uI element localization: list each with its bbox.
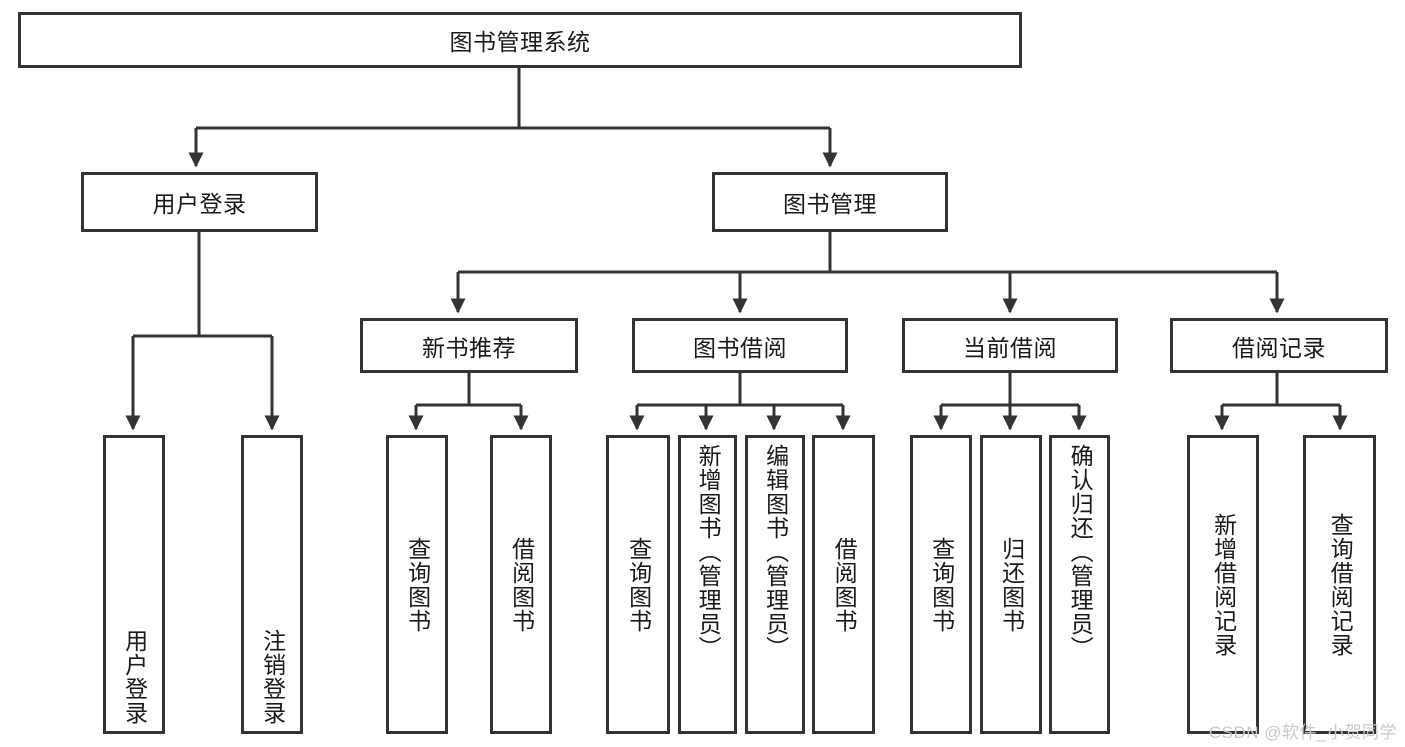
node-label: 注销登录 — [259, 629, 286, 725]
node-system-root[interactable]: 图书管理系统 — [18, 12, 1022, 68]
watermark-csdn: CSDN @软件_小贺同学 — [1208, 723, 1397, 742]
leaf-book-borrow-edit[interactable]: 编辑图书（管理员） — [745, 435, 805, 734]
node-label: 新书推荐 — [422, 334, 516, 361]
leaf-current-borrow-query[interactable]: 查询图书 — [910, 435, 972, 734]
node-label: 图书借阅 — [693, 334, 787, 361]
node-label: 编辑图书（管理员） — [762, 444, 789, 660]
leaf-user-login-login[interactable]: 用户登录 — [103, 435, 165, 734]
node-book-borrow[interactable]: 图书借阅 — [632, 318, 848, 373]
node-label: 查询图书 — [928, 536, 955, 633]
leaf-new-book-borrow[interactable]: 借阅图书 — [490, 435, 552, 734]
node-label: 借阅图书 — [508, 536, 535, 633]
leaf-book-borrow-add[interactable]: 新增图书（管理员） — [678, 435, 737, 734]
leaf-current-borrow-return[interactable]: 归还图书 — [980, 435, 1042, 734]
leaf-user-login-logout[interactable]: 注销登录 — [241, 435, 303, 734]
leaf-current-borrow-confirm-return[interactable]: 确认归还（管理员） — [1049, 435, 1110, 734]
leaf-book-borrow-query[interactable]: 查询图书 — [606, 435, 670, 734]
node-label: 查询借阅记录 — [1327, 512, 1354, 657]
node-label: 查询图书 — [404, 536, 431, 633]
node-label: 图书管理系统 — [449, 29, 591, 55]
node-new-book-recommend[interactable]: 新书推荐 — [360, 318, 578, 373]
leaf-borrow-record-add[interactable]: 新增借阅记录 — [1187, 435, 1259, 734]
node-label: 确认归还（管理员） — [1067, 444, 1094, 660]
node-label: 查询图书 — [625, 536, 652, 633]
node-label: 当前借阅 — [963, 334, 1057, 361]
node-label: 用户登录 — [152, 191, 247, 217]
node-label: 新增借阅记录 — [1210, 512, 1237, 657]
node-current-borrow[interactable]: 当前借阅 — [902, 318, 1118, 373]
leaf-book-borrow-borrow[interactable]: 借阅图书 — [812, 435, 875, 734]
leaf-new-book-query[interactable]: 查询图书 — [386, 435, 448, 734]
node-borrow-record[interactable]: 借阅记录 — [1170, 318, 1388, 373]
leaf-borrow-record-query[interactable]: 查询借阅记录 — [1303, 435, 1376, 734]
node-label: 借阅记录 — [1232, 334, 1326, 361]
node-label: 借阅图书 — [831, 536, 858, 633]
node-book-management[interactable]: 图书管理 — [712, 172, 948, 232]
node-label: 图书管理 — [783, 191, 877, 217]
node-label: 用户登录 — [121, 629, 148, 725]
node-label: 新增图书（管理员） — [695, 444, 722, 660]
node-user-login[interactable]: 用户登录 — [81, 172, 318, 232]
node-label: 归还图书 — [998, 536, 1025, 633]
